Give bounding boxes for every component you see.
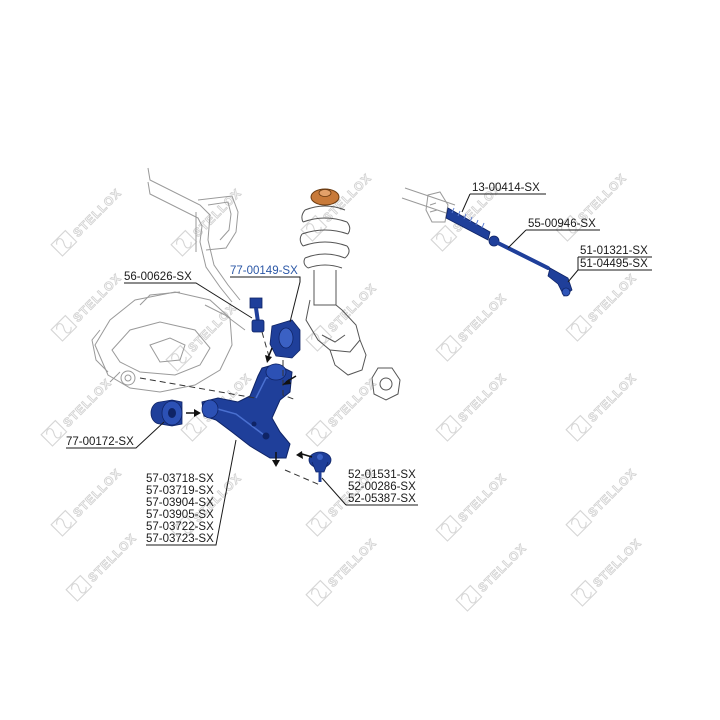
assembly-guides [139, 331, 321, 486]
steering-rack-outline [401, 187, 456, 223]
watermark-text: STELLOX [70, 271, 124, 325]
watermark-logo [50, 509, 78, 537]
watermark-tile: STELLOX [435, 470, 510, 542]
rear-arm-bushing [150, 399, 183, 427]
watermark-logo [565, 414, 593, 442]
watermark-tile: STELLOX [305, 535, 380, 607]
label-ball-joint-2: 52-00286-SX [348, 481, 416, 493]
tie-rod-boot [445, 207, 491, 241]
leader-lines [66, 193, 652, 546]
label-ball-joint-3: 52-05387-SX [348, 493, 416, 505]
watermark-logo [435, 514, 463, 542]
stabilizer-link [249, 297, 265, 333]
watermark-logo [570, 579, 598, 607]
watermark-text: STELLOX [475, 541, 529, 595]
watermark-text: STELLOX [455, 291, 509, 345]
watermark-logo [435, 414, 463, 442]
watermark-text: STELLOX [585, 271, 639, 325]
watermark-tile: STELLOX [565, 370, 640, 442]
watermark-logo [65, 574, 93, 602]
label-control-arm-3: 57-03904-SX [146, 497, 214, 509]
label-56-00626: 56-00626-SX [124, 271, 192, 283]
subframe-outline [91, 291, 246, 393]
label-55-00946: 55-00946-SX [528, 218, 596, 230]
watermark-text: STELLOX [585, 466, 639, 520]
watermark-logo [40, 419, 68, 447]
watermark-tile: STELLOX [305, 375, 380, 447]
watermark-text: STELLOX [325, 376, 379, 430]
stabilizer-bar-outline [147, 167, 241, 303]
watermark-logo [305, 509, 333, 537]
label-control-arm-6: 57-03723-SX [146, 533, 214, 545]
watermark-text: STELLOX [590, 536, 644, 590]
watermark-tile: STELLOX [555, 170, 630, 242]
watermark-logo [305, 324, 333, 352]
tie-rod-end [547, 267, 573, 297]
watermark-text: STELLOX [85, 531, 139, 585]
watermark-logo [305, 579, 333, 607]
watermark-text: STELLOX [70, 186, 124, 240]
inner-tie-rod [488, 235, 550, 270]
watermark-logo [565, 509, 593, 537]
watermark-text: STELLOX [585, 371, 639, 425]
watermark-tile: STELLOX [435, 290, 510, 362]
label-13-00414: 13-00414-SX [472, 182, 540, 194]
watermark-text: STELLOX [455, 371, 509, 425]
watermark-text: STELLOX [455, 471, 509, 525]
watermark-tile: STELLOX [305, 280, 380, 352]
watermark-logo [170, 514, 198, 542]
label-control-arm-5: 57-03722-SX [146, 521, 214, 533]
ball-joint [308, 451, 332, 482]
watermark-logo [435, 334, 463, 362]
label-control-arm-2: 57-03719-SX [146, 485, 214, 497]
strut-bushing [269, 319, 301, 359]
watermark-logo [50, 229, 78, 257]
watermark-logo [555, 214, 583, 242]
watermark-text: STELLOX [325, 281, 379, 335]
watermark-tile: STELLOX [455, 540, 530, 612]
label-51-01321: 51-01321-SX [580, 245, 648, 257]
watermark-tile: STELLOX [565, 465, 640, 537]
labels: 56-00626-SX 77-00149-SX 77-00172-SX 13-0… [66, 182, 648, 545]
strut-assembly [299, 188, 401, 401]
watermark-tile: STELLOX [65, 530, 140, 602]
watermark-tile: STELLOX [50, 465, 125, 537]
label-ball-joint-1: 52-01531-SX [348, 469, 416, 481]
watermark-text: STELLOX [575, 171, 629, 225]
label-77-00149: 77-00149-SX [230, 265, 298, 277]
watermark-logo [165, 344, 193, 372]
label-51-04495: 51-04495-SX [580, 258, 648, 270]
watermark-logo [455, 584, 483, 612]
watermark-tile: STELLOX [435, 370, 510, 442]
watermark-tile: STELLOX [170, 185, 245, 257]
lower-control-arm [201, 363, 293, 459]
watermark-logo [50, 314, 78, 342]
watermark-text: STELLOX [70, 466, 124, 520]
label-control-arm-4: 57-03905-SX [146, 509, 214, 521]
watermark-logo [430, 224, 458, 252]
watermark-logo [170, 229, 198, 257]
watermark-tile: STELLOX [565, 270, 640, 342]
watermark-logo [305, 419, 333, 447]
watermark-logo [300, 214, 328, 242]
watermark-logo [565, 314, 593, 342]
watermark-tile: STELLOX [50, 270, 125, 342]
watermark-layer: STELLOX STELLOX STELLOX STELLOX STELLOX STELL… [40, 170, 645, 612]
watermark-text: STELLOX [325, 536, 379, 590]
label-77-00172: 77-00172-SX [66, 436, 134, 448]
watermark-logo [180, 414, 208, 442]
watermark-tile: STELLOX [50, 185, 125, 257]
watermark-tile: STELLOX [570, 535, 645, 607]
label-control-arm-1: 57-03718-SX [146, 473, 214, 485]
watermark-text: STELLOX [60, 376, 114, 430]
